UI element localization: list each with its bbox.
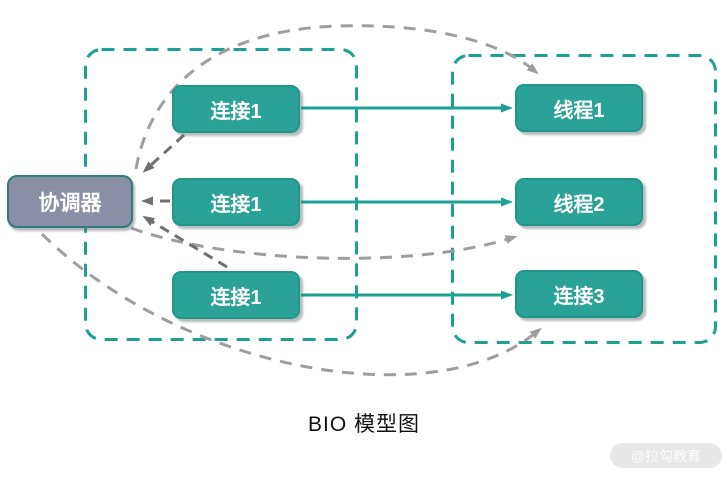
node-connection-row1: 连接1: [172, 85, 300, 133]
dashed-arrow-connection3-to-coordinator: [142, 215, 228, 269]
node-connection3: 连接3: [515, 270, 643, 318]
node-connection-row3: 连接1: [172, 271, 300, 319]
dashed-arrow-connection1-to-coordinator: [142, 133, 186, 173]
node-thread1: 线程1: [515, 84, 643, 132]
left-group-border: [84, 48, 358, 341]
node-connection-row2: 连接1: [172, 178, 300, 226]
watermark-badge: @拉勾教育: [610, 443, 722, 468]
node-coordinator: 协调器: [7, 175, 133, 228]
node-thread2: 线程2: [515, 178, 643, 226]
dashed-curve-coordinator-to-connection3: [40, 232, 542, 377]
right-group-border: [451, 54, 717, 344]
diagram-title: BIO 模型图: [307, 413, 420, 436]
dashed-curve-coordinator-to-thread2: [130, 226, 518, 260]
dashed-curve-coordinator-to-thread1: [134, 24, 539, 170]
